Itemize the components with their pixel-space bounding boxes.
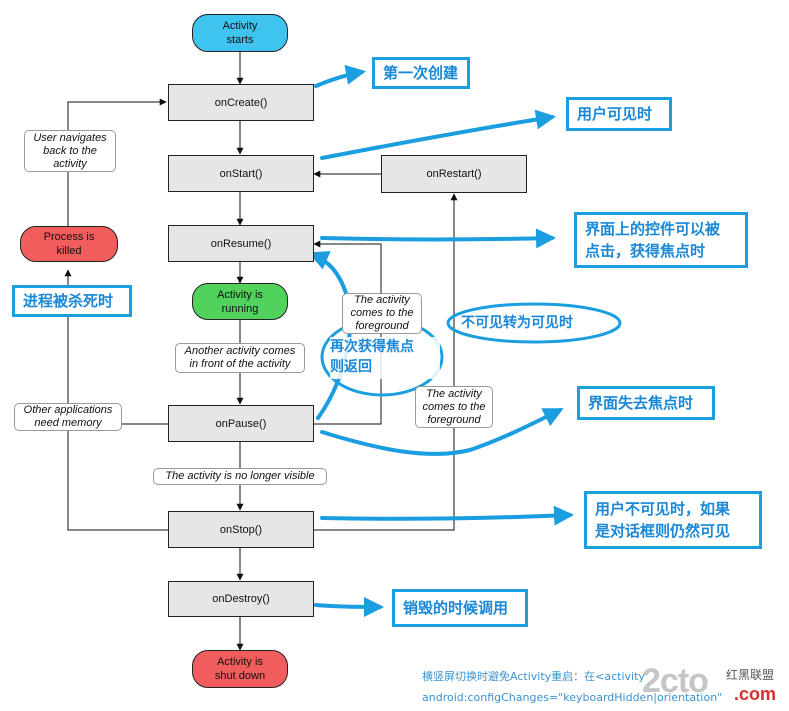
footer-line-2: android:configChanges="keyboardHidden|or… — [422, 691, 723, 704]
another-activity-front-label: Another activity comes in front of the a… — [175, 343, 305, 373]
activity-starts-text: Activity starts — [222, 20, 258, 46]
no-longer-visible-label: The activity is no longer visible — [153, 468, 327, 485]
user-visible-text: 用户可见时 — [577, 105, 653, 123]
comes-to-foreground-label-2: The activity comes to the foreground — [415, 386, 493, 428]
process-killed-text: Process is killed — [43, 231, 95, 257]
other-apps-memory-label: Other applications need memory — [14, 403, 122, 431]
invisible-to-visible-text: 不可见转为可见时 — [461, 315, 573, 331]
on-destroy-text: onDestroy() — [212, 593, 270, 605]
on-start-box: onStart() — [168, 155, 314, 192]
another-activity-front-text: Another activity comes in front of the a… — [184, 345, 296, 370]
user-visible-note: 用户可见时 — [566, 97, 672, 131]
clickable-focus-text: 界面上的控件可以被 点击，获得焦点时 — [585, 220, 721, 260]
on-resume-box: onResume() — [168, 225, 314, 262]
on-stop-box: onStop() — [168, 511, 314, 548]
on-restart-box: onRestart() — [381, 155, 527, 193]
invisible-to-visible-note: 不可见转为可见时 — [461, 313, 611, 333]
activity-running-node: Activity is running — [192, 283, 288, 320]
on-destroy-note-text: 销毁的时候调用 — [403, 599, 509, 617]
comes-to-foreground-text-1: The activity comes to the foreground — [350, 294, 414, 332]
activity-running-text: Activity is running — [217, 288, 263, 315]
on-destroy-note: 销毁的时候调用 — [392, 589, 528, 627]
on-start-text: onStart() — [219, 167, 263, 180]
process-killed-node: Process is killed — [20, 226, 118, 262]
activity-shut-down-text: Activity is shut down — [214, 656, 266, 682]
regain-focus-text: 再次获得焦点 则返回 — [330, 339, 414, 375]
on-pause-box: onPause() — [168, 405, 314, 442]
user-navigates-back-text: User navigates back to the activity — [33, 131, 107, 170]
watermark-logo-text: 2cto — [642, 662, 709, 700]
on-resume-text: onResume() — [210, 237, 272, 250]
footer-line-1: 横竖屏切换时避免Activity重启：在<activity — [422, 670, 645, 683]
process-killed-note: 进程被杀死时 — [12, 285, 132, 317]
on-restart-text: onRestart() — [426, 168, 482, 180]
comes-to-foreground-label-1: The activity comes to the foreground — [342, 293, 422, 334]
first-create-text: 第一次创建 — [383, 64, 459, 82]
no-longer-visible-text: The activity is no longer visible — [165, 470, 315, 482]
on-create-text: onCreate() — [214, 96, 268, 109]
user-navigates-back-label: User navigates back to the activity — [24, 130, 116, 172]
watermark-cn-text: 红黑联盟 — [726, 668, 775, 682]
first-create-note: 第一次创建 — [372, 57, 470, 89]
regain-focus-note: 再次获得焦点 则返回 — [330, 337, 440, 379]
process-killed-note-text: 进程被杀死时 — [23, 292, 114, 310]
user-invisible-text: 用户不可见时，如果 是对话框则仍然可见 — [595, 500, 731, 540]
comes-to-foreground-text-2: The activity comes to the foreground — [422, 387, 486, 426]
on-create-box: onCreate() — [168, 84, 314, 121]
on-pause-text: onPause() — [215, 417, 267, 430]
activity-shut-down-node: Activity is shut down — [192, 650, 288, 688]
on-stop-text: onStop() — [219, 523, 263, 536]
watermark-com-text: .com — [734, 684, 777, 704]
clickable-focus-note: 界面上的控件可以被 点击，获得焦点时 — [574, 212, 748, 268]
activity-starts-node: Activity starts — [192, 14, 288, 52]
lose-focus-note: 界面失去焦点时 — [577, 386, 715, 420]
lose-focus-text: 界面失去焦点时 — [588, 394, 694, 412]
on-destroy-box: onDestroy() — [168, 581, 314, 617]
other-apps-memory-text: Other applications need memory — [23, 404, 113, 429]
user-invisible-note: 用户不可见时，如果 是对话框则仍然可见 — [584, 491, 762, 549]
watermark-logo: 2cto 红黑联盟 .com — [642, 660, 788, 710]
footer-note: 横竖屏切换时避免Activity重启：在<activity android:co… — [422, 666, 782, 710]
